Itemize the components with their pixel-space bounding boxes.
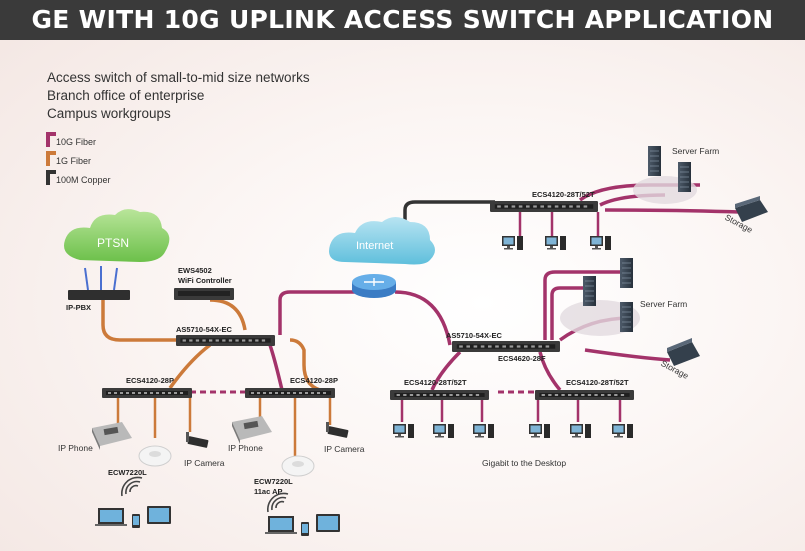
desktop-caption: Gigabit to the Desktop [482, 458, 567, 468]
pstn-cloud [64, 209, 170, 262]
access-switch-left-2-label: ECS4120-28P [290, 376, 338, 385]
legend-1g-swatch [46, 151, 56, 166]
access-point-right [281, 455, 315, 477]
core-switch-right [452, 341, 560, 352]
access-switch-left-1-label: ECS4120-28P [126, 376, 174, 385]
access-switch-top [490, 201, 598, 212]
access-switch-right-2 [535, 390, 634, 400]
wifi-icon-right [267, 492, 289, 513]
access-point-left [138, 445, 172, 467]
server-farm-mid-label: Server Farm [640, 299, 688, 309]
server-farm-top [633, 145, 697, 204]
access-switch-left-1 [102, 388, 192, 398]
ip-pbx-device [68, 266, 130, 300]
access-point-right-label: ECW7220L [254, 477, 293, 486]
wireless-clients-right [265, 514, 340, 536]
legend-10g-swatch [46, 132, 56, 147]
ip-phone-left-label: IP Phone [58, 443, 93, 453]
ews4502-desc-label: WiFi Controller [178, 276, 232, 285]
access-switch-top-label: ECS4120-28T/52T [532, 190, 595, 199]
access-switch-right-1 [390, 390, 489, 400]
access-point-right-desc-label: 11ac AP [254, 487, 283, 496]
wireless-clients-left [95, 506, 171, 528]
storage-mid [667, 338, 700, 366]
wifi-icon-left [121, 476, 143, 497]
intro-line-2: Branch office of enterprise [47, 88, 205, 103]
legend-label-10g: 10G Fiber [56, 137, 97, 147]
ip-phone-right [232, 416, 272, 444]
title-bar [0, 0, 805, 40]
server-farm-top-label: Server Farm [672, 146, 720, 156]
legend-label-100m: 100M Copper [56, 175, 111, 185]
ip-phone-left [92, 422, 132, 450]
core-switch-right-label: AS5710-54X-EC [446, 331, 502, 340]
intro-line-3: Campus workgroups [47, 106, 171, 121]
router-icon [352, 274, 396, 298]
desktop-pcs-bottom [393, 424, 633, 438]
server-farm-mid [560, 257, 640, 336]
ip-phone-right-label: IP Phone [228, 443, 263, 453]
connection-lines [101, 183, 741, 458]
ews4502-label: EWS4502 [178, 266, 212, 275]
page-title: GE WITH 10G UPLINK ACCESS SWITCH APPLICA… [31, 5, 774, 34]
internet-cloud [329, 217, 435, 265]
ip-camera-right-label: IP Camera [324, 444, 365, 454]
aggregation-switch-label: ECS4620-28F [498, 354, 546, 363]
ip-camera-left-label: IP Camera [184, 458, 225, 468]
intro-line-1: Access switch of small-to-mid size netwo… [47, 70, 310, 85]
core-switch-left [176, 335, 275, 346]
ews4502-controller [174, 288, 234, 300]
storage-top [735, 196, 768, 222]
pstn-label: PTSN [97, 236, 130, 250]
legend-label-1g: 1G Fiber [56, 156, 92, 166]
access-switch-right-1-label: ECS4120-28T/52T [404, 378, 467, 387]
ip-pbx-label: IP-PBX [66, 303, 92, 312]
ip-camera-right [326, 422, 349, 438]
desktop-pcs-top [502, 236, 611, 250]
access-switch-left-2 [245, 388, 335, 398]
legend-100m-swatch [46, 170, 56, 185]
access-switch-right-2-label: ECS4120-28T/52T [566, 378, 629, 387]
core-switch-left-label: AS5710-54X-EC [176, 325, 232, 334]
access-point-left-label: ECW7220L [108, 468, 147, 477]
internet-label: Internet [356, 240, 394, 252]
ip-camera-left [186, 432, 209, 448]
